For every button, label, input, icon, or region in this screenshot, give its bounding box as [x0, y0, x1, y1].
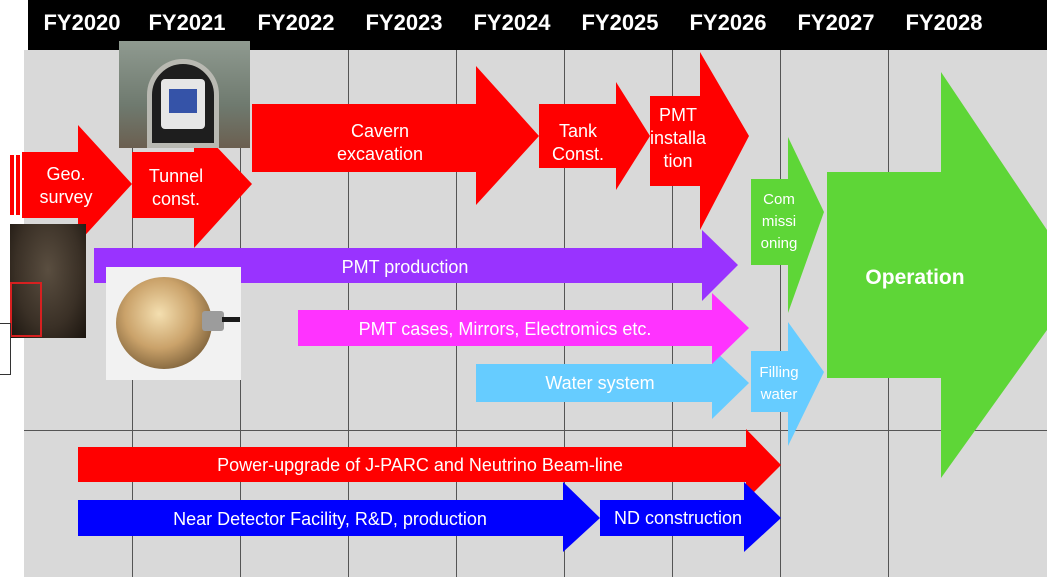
pmt-production-arrow — [94, 230, 738, 301]
pmt-production-label: PMT production — [341, 257, 469, 277]
tunnel-construction-photo — [119, 41, 250, 148]
filling-water-label: Filling water — [759, 364, 799, 403]
geo-survey-label: Geo. survey — [39, 164, 93, 207]
side-box — [0, 323, 11, 375]
water-system-arrow — [476, 348, 749, 419]
pmt-installation-arrow — [650, 52, 749, 230]
year-label-fy2028: FY2028 — [905, 10, 983, 35]
geo-survey-tick — [16, 155, 20, 215]
power-upgrade-label: Power-upgrade of J-PARC and Neutrino Bea… — [217, 455, 623, 475]
year-label-fy2025: FY2025 — [581, 10, 659, 35]
year-label-fy2020: FY2020 — [43, 10, 121, 35]
filling-water-arrow — [751, 322, 824, 446]
year-label-fy2024: FY2024 — [473, 10, 551, 35]
year-label-fy2027: FY2027 — [797, 10, 875, 35]
pmt-installation-label: PMT installa tion — [649, 105, 707, 171]
near-detector-label: Near Detector Facility, R&D, production — [173, 509, 487, 529]
commissioning-label: Com missi oning — [760, 191, 798, 252]
power-upgrade-arrow — [78, 429, 781, 500]
tank-const-arrow — [539, 82, 650, 190]
operation-label: Operation — [865, 266, 965, 289]
tunnel-const-label: Tunnel const. — [148, 166, 204, 209]
underground-cavern-photo — [10, 224, 86, 338]
year-header: FY2020 FY2021 FY2022 FY2023 FY2024 FY202… — [28, 0, 1047, 50]
year-label-fy2021: FY2021 — [148, 10, 226, 35]
section-divider — [24, 430, 1047, 431]
geo-survey-arrow — [22, 125, 132, 243]
year-label-fy2023: FY2023 — [365, 10, 443, 35]
nd-construction-arrow — [600, 482, 781, 552]
water-system-label: Water system — [545, 373, 655, 393]
operation-arrow — [827, 72, 1047, 478]
nd-construction-label: ND construction — [613, 508, 743, 528]
photomultiplier-tube-photo — [106, 267, 241, 380]
grid-line — [780, 50, 781, 577]
year-label-fy2022: FY2022 — [257, 10, 335, 35]
pmt-cases-label: PMT cases, Mirrors, Electromics etc. — [358, 319, 652, 339]
near-detector-arrow — [78, 482, 600, 552]
pmt-cases-arrow — [298, 293, 749, 364]
tank-const-label: Tank Const. — [551, 121, 605, 164]
geo-survey-tick — [10, 155, 14, 215]
tunnel-const-arrow — [132, 123, 252, 248]
commissioning-arrow — [751, 137, 824, 313]
cavern-excavation-label: Cavern excavation — [336, 121, 424, 164]
cavern-excavation-arrow — [252, 66, 539, 205]
year-label-fy2026: FY2026 — [689, 10, 767, 35]
